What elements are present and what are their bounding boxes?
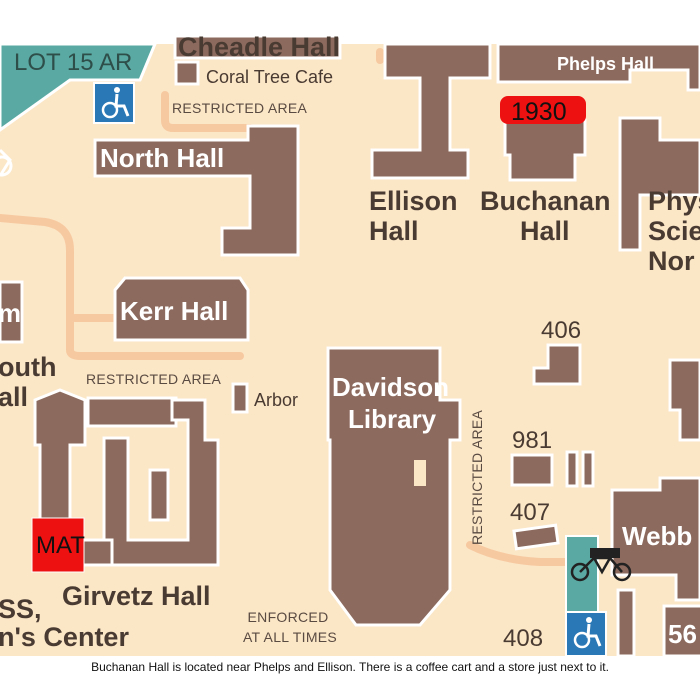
- building-56-label: 56: [668, 619, 697, 649]
- girvetz-hall-label: Girvetz Hall: [62, 581, 211, 611]
- north-hall: [93, 124, 300, 257]
- building-407-label: 407: [510, 499, 550, 526]
- building-406-label: 406: [541, 317, 581, 344]
- cheadle-hall-label: Cheadle Hall: [178, 32, 340, 62]
- webb-hall-label: Webb: [622, 521, 692, 551]
- year-1930-label: 1930: [511, 98, 567, 126]
- girvetz-main: [102, 398, 220, 567]
- buchanan-hall: [503, 118, 587, 182]
- mat-label: MAT: [36, 532, 85, 559]
- phelps-hall: [496, 42, 700, 92]
- coral-tree-cafe-building: [174, 60, 200, 86]
- building-408-strip: [616, 588, 636, 658]
- bottom-left-label-1: SS,: [0, 594, 42, 624]
- motorcycle-body-icon: [590, 548, 620, 558]
- davidson-library: [326, 346, 462, 627]
- kerr-hall: [113, 276, 250, 342]
- enforced-label-1: ENFORCED: [248, 609, 329, 625]
- enforced-label-2: AT ALL TIMES: [243, 629, 337, 645]
- north-hall-label: North Hall: [100, 143, 224, 173]
- arbor-label: Arbor: [254, 390, 298, 410]
- buchanan-hall-label-2: Hall: [520, 216, 570, 246]
- building-981-annex-a: [565, 450, 579, 488]
- left-edge-building: [0, 280, 24, 344]
- girvetz-north-wing: [86, 396, 178, 428]
- year-1930-highlight: [500, 96, 586, 124]
- girvetz-inner: [148, 468, 170, 522]
- building-408-label: 408: [503, 625, 543, 652]
- path-east: [466, 541, 574, 566]
- phys-label-1: Phys: [648, 186, 700, 216]
- restricted-area-top: RESTRICTED AREA: [172, 100, 308, 116]
- left-edge-label: m: [0, 298, 21, 328]
- arbor-building: [231, 382, 249, 414]
- path-north: [161, 91, 254, 132]
- mat-highlight: [31, 517, 85, 573]
- path-west: [0, 214, 244, 360]
- south-hall-label-1: outh: [0, 352, 56, 382]
- ellison-hall: [370, 42, 492, 180]
- bicycle-icon: [570, 556, 632, 582]
- phelps-hall-label: Phelps Hall: [557, 54, 654, 74]
- davidson-library-label-2: Library: [348, 404, 437, 434]
- building-981: [510, 453, 554, 487]
- ellison-hall-label-2: Hall: [369, 216, 419, 246]
- building-56: [662, 604, 700, 658]
- webb-hall: [610, 476, 700, 602]
- building-407: [512, 523, 560, 551]
- lot-label: LOT 15 AR: [14, 49, 132, 76]
- east-building: [668, 358, 700, 442]
- restricted-area-vertical: RESTRICTED AREA: [469, 409, 485, 545]
- bottom-left-label-2: n's Center: [0, 622, 129, 652]
- cheadle-hall: [173, 34, 342, 60]
- coral-tree-cafe-label: Coral Tree Cafe: [206, 67, 333, 87]
- parking-lot: [0, 42, 158, 132]
- kerr-hall-label: Kerr Hall: [120, 296, 228, 326]
- accessibility-icon: [93, 82, 135, 124]
- building-406: [532, 343, 582, 386]
- physical-sciences-north: [618, 116, 700, 252]
- davidson-library-label-1: Davidson: [332, 372, 449, 402]
- map-caption: Buchanan Hall is located near Phelps and…: [91, 660, 609, 674]
- south-hall-label-2: all: [0, 382, 28, 412]
- davidson-courtyard: [414, 460, 426, 486]
- phys-label-3: Nor: [648, 246, 695, 276]
- accessibility-icon-bottom: [565, 611, 607, 657]
- phys-label-2: Scie: [648, 216, 700, 246]
- motorcycle-icon: [0, 148, 13, 177]
- building-981-label: 981: [512, 427, 552, 454]
- buchanan-hall-label-1: Buchanan: [480, 186, 611, 216]
- restricted-area-mid: RESTRICTED AREA: [86, 371, 222, 387]
- building-981-annex-b: [581, 450, 595, 488]
- ellison-hall-label-1: Ellison: [369, 186, 458, 216]
- girvetz-west-wing: [33, 388, 87, 522]
